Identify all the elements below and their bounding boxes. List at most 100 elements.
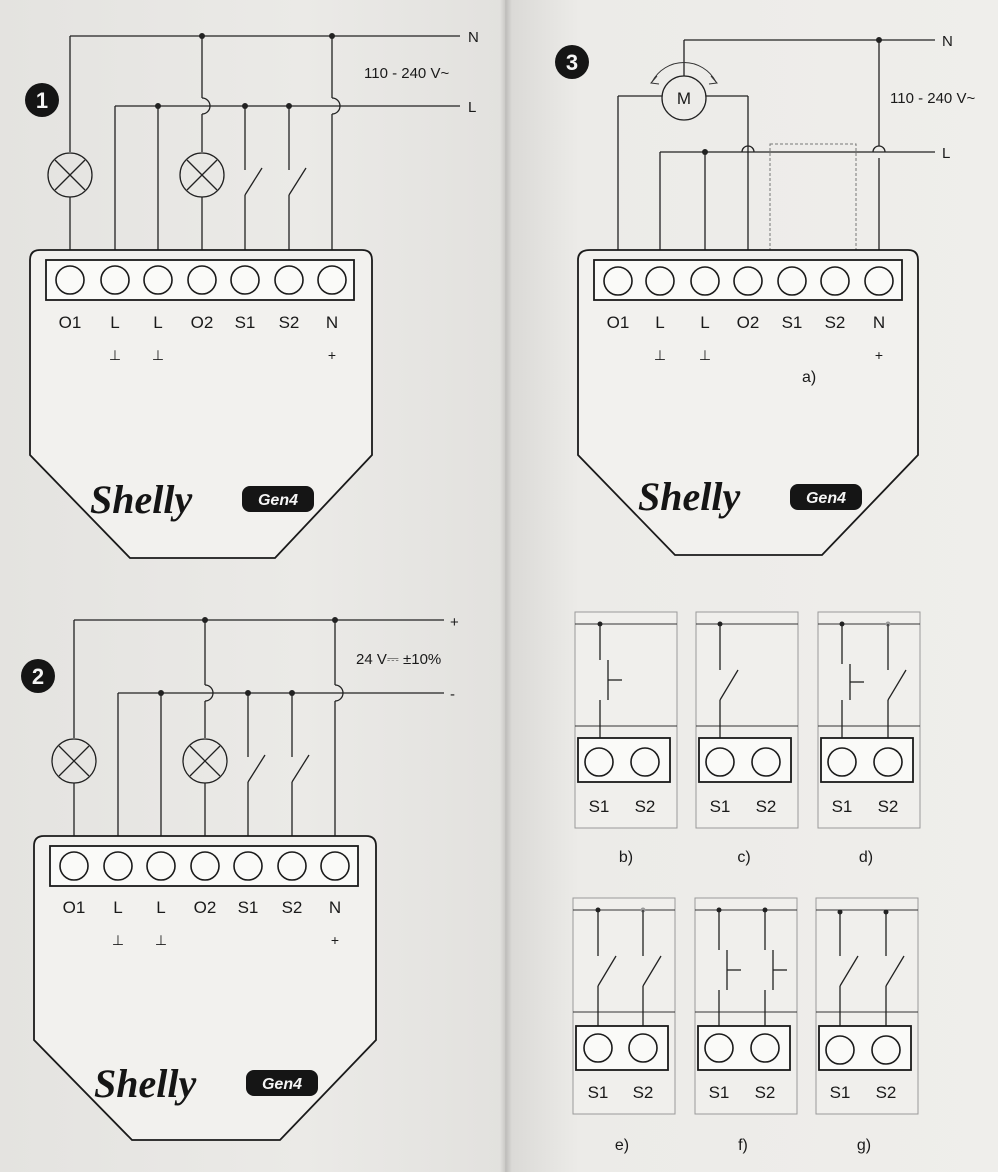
device-1-terminal-l2: L xyxy=(153,313,162,332)
diagram-3-neutral-label: N xyxy=(942,33,953,50)
variant-e-s2: S2 xyxy=(633,1083,654,1102)
device-1-polarity-l1: ⊥ xyxy=(109,347,121,363)
variant-f-s1: S1 xyxy=(709,1083,730,1102)
diagram-2-positive-label: + xyxy=(450,614,459,631)
diagram-1-voltage: 110 - 240 V~ xyxy=(364,65,449,82)
device-2-terminal-l1: L xyxy=(113,898,122,917)
device-3-polarity-l2: ⊥ xyxy=(699,347,711,363)
device-3-terminal-o1: O1 xyxy=(607,313,630,332)
variant-f-s2: S2 xyxy=(755,1083,776,1102)
device-2-polarity-n: + xyxy=(331,932,339,948)
device-3-polarity-n: + xyxy=(875,347,883,363)
device-2-terminal-s1: S1 xyxy=(238,898,259,917)
variant-c-s2: S2 xyxy=(756,797,777,816)
device-1-terminal-n: N xyxy=(326,313,338,332)
motor-label: M xyxy=(677,89,691,108)
device-3-terminal-s1: S1 xyxy=(782,313,803,332)
variant-g-switch-1-icon xyxy=(839,955,859,987)
diagram-1: 1 N L 110 - 240 V~ xyxy=(25,29,479,559)
device-1-terminal-o1: O1 xyxy=(59,313,82,332)
switch-1-icon xyxy=(244,167,263,196)
diagram-3-callout-a: a) xyxy=(802,369,816,386)
device-2-polarity-l2: ⊥ xyxy=(155,932,167,948)
diagram-3-number: 3 xyxy=(566,50,578,75)
device-3-terminal-n: N xyxy=(873,313,885,332)
variant-g-switch-2-icon xyxy=(885,955,905,987)
variant-d-s2: S2 xyxy=(878,797,899,816)
diagram-3-line-label: L xyxy=(942,145,950,162)
variant-f: S1 S2 f) xyxy=(694,897,798,1154)
device-3-terminal-s2: S2 xyxy=(825,313,846,332)
device-2-terminals xyxy=(59,851,350,881)
variant-c-label: c) xyxy=(737,849,750,866)
variant-f-label: f) xyxy=(738,1137,748,1154)
variant-c-s1: S1 xyxy=(710,797,731,816)
diagram-3-voltage: 110 - 240 V~ xyxy=(890,90,975,107)
diagram-2-number: 2 xyxy=(32,664,44,689)
variant-d-s1: S1 xyxy=(832,797,853,816)
device-2-terminal-n: N xyxy=(329,898,341,917)
device-1-badge: Gen4 xyxy=(258,492,298,509)
variant-g-s1: S1 xyxy=(830,1083,851,1102)
device-1-terminal-o2: O2 xyxy=(191,313,214,332)
device-3-terminal-o2: O2 xyxy=(737,313,760,332)
diagram-3-number-badge xyxy=(555,45,589,79)
device-1-badge-bg xyxy=(242,486,314,512)
diagram-2: 2 + - 24 V⎓ ±10% xyxy=(21,614,459,1141)
switch-input-area xyxy=(769,143,857,350)
device-3-terminals xyxy=(603,266,894,296)
diagram-1-number: 1 xyxy=(36,88,48,113)
switch-4-icon xyxy=(291,754,310,783)
device-2-badge: Gen4 xyxy=(262,1076,302,1093)
variant-d: S1 S2 d) xyxy=(817,611,921,866)
variant-b-label: b) xyxy=(619,849,633,866)
device-3-polarity-l1: ⊥ xyxy=(654,347,666,363)
device-3-terminal-l2: L xyxy=(700,313,709,332)
device-1-terminal-s2: S2 xyxy=(279,313,300,332)
device-3-brand: Shelly xyxy=(638,474,740,519)
device-1-polarity-l2: ⊥ xyxy=(152,347,164,363)
device-1-terminals xyxy=(55,265,347,295)
device-2-terminal-o1: O1 xyxy=(63,898,86,917)
variant-e-s1: S1 xyxy=(588,1083,609,1102)
diagram-1-line-label: L xyxy=(468,99,476,116)
device-1-terminal-l1: L xyxy=(110,313,119,332)
device-2-polarity-l1: ⊥ xyxy=(112,932,124,948)
variant-e: S1 S2 e) xyxy=(572,897,676,1154)
device-2-body xyxy=(33,835,377,1141)
variant-c-switch-icon xyxy=(719,669,739,701)
diagram-2-negative-label: - xyxy=(450,686,455,703)
variant-g-label: g) xyxy=(857,1137,871,1154)
variant-b-s1: S1 xyxy=(589,797,610,816)
variant-b-s2: S2 xyxy=(635,797,656,816)
variant-d-switch-icon xyxy=(887,669,907,701)
device-1-body xyxy=(29,249,373,559)
device-3-badge: Gen4 xyxy=(806,490,846,507)
variant-g: S1 S2 g) xyxy=(815,897,919,1154)
variant-e-label: e) xyxy=(615,1137,629,1154)
variant-b: S1 S2 b) xyxy=(574,611,678,866)
switch-2-icon xyxy=(288,167,307,196)
device-2-terminal-o2: O2 xyxy=(194,898,217,917)
variant-d-label: d) xyxy=(859,849,873,866)
diagram-1-number-badge xyxy=(25,83,59,117)
diagram-2-number-badge xyxy=(21,659,55,693)
variant-e-switch-2-icon xyxy=(642,955,662,987)
motor-rotation-arrow xyxy=(651,61,717,83)
device-3-badge-bg xyxy=(790,484,862,510)
device-2-badge-bg xyxy=(246,1070,318,1096)
device-2-terminal-l2: L xyxy=(156,898,165,917)
device-3-body xyxy=(577,249,919,556)
diagram-2-voltage: 24 V⎓ ±10% xyxy=(356,651,441,668)
diagram-3: 3 N L 110 - 240 V~ M xyxy=(555,33,975,556)
device-2-terminal-s2: S2 xyxy=(282,898,303,917)
device-3-terminal-l1: L xyxy=(655,313,664,332)
motor-icon xyxy=(661,75,707,121)
page-fold xyxy=(500,0,512,1172)
variant-c: S1 S2 c) xyxy=(695,611,799,866)
device-2-brand: Shelly xyxy=(94,1061,196,1106)
switch-3-icon xyxy=(247,754,266,783)
variant-g-s2: S2 xyxy=(876,1083,897,1102)
variant-e-switch-1-icon xyxy=(597,955,617,987)
